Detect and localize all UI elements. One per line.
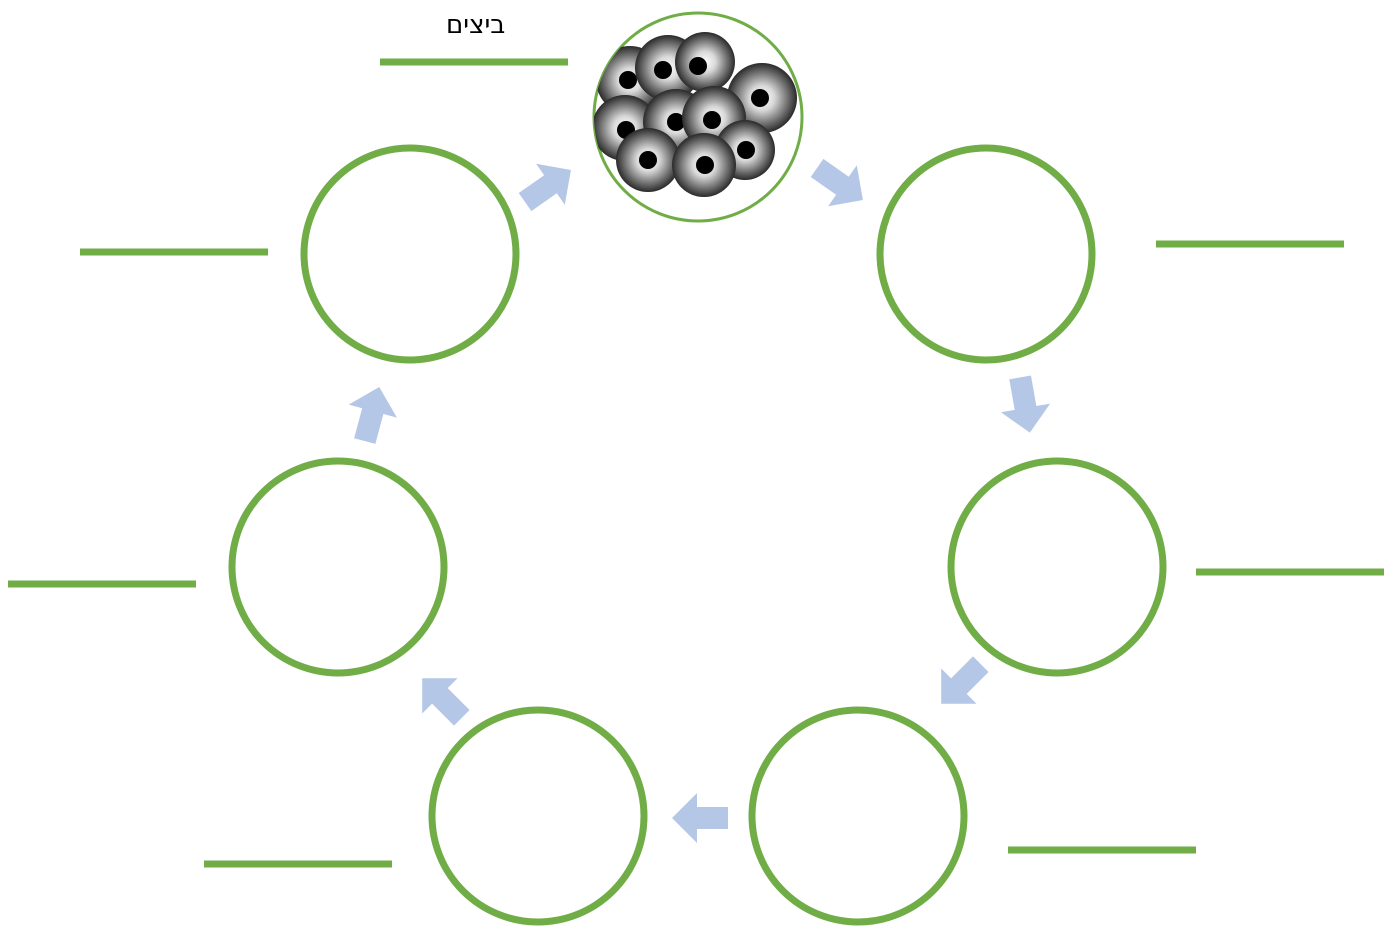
arrow-icon — [348, 386, 397, 444]
arrow-icon — [810, 158, 863, 207]
egg — [616, 128, 680, 192]
stage-circle-6 — [228, 457, 448, 677]
arrow-icon — [1000, 375, 1051, 433]
arrow-icon — [672, 793, 728, 843]
stage-circle-5 — [428, 706, 648, 926]
stage-circle-3 — [947, 457, 1167, 677]
stage-circle-7 — [300, 144, 520, 364]
egg — [672, 133, 736, 197]
arrow-icon — [422, 678, 470, 726]
stage-circle-2 — [876, 144, 1096, 364]
stage-circle-4 — [748, 706, 968, 926]
eggs-label: ביצים — [446, 10, 506, 40]
egg — [675, 32, 735, 92]
frog-eggs-cluster-icon — [592, 11, 804, 223]
arrow-icon — [941, 656, 989, 704]
arrow-icon — [518, 163, 571, 212]
